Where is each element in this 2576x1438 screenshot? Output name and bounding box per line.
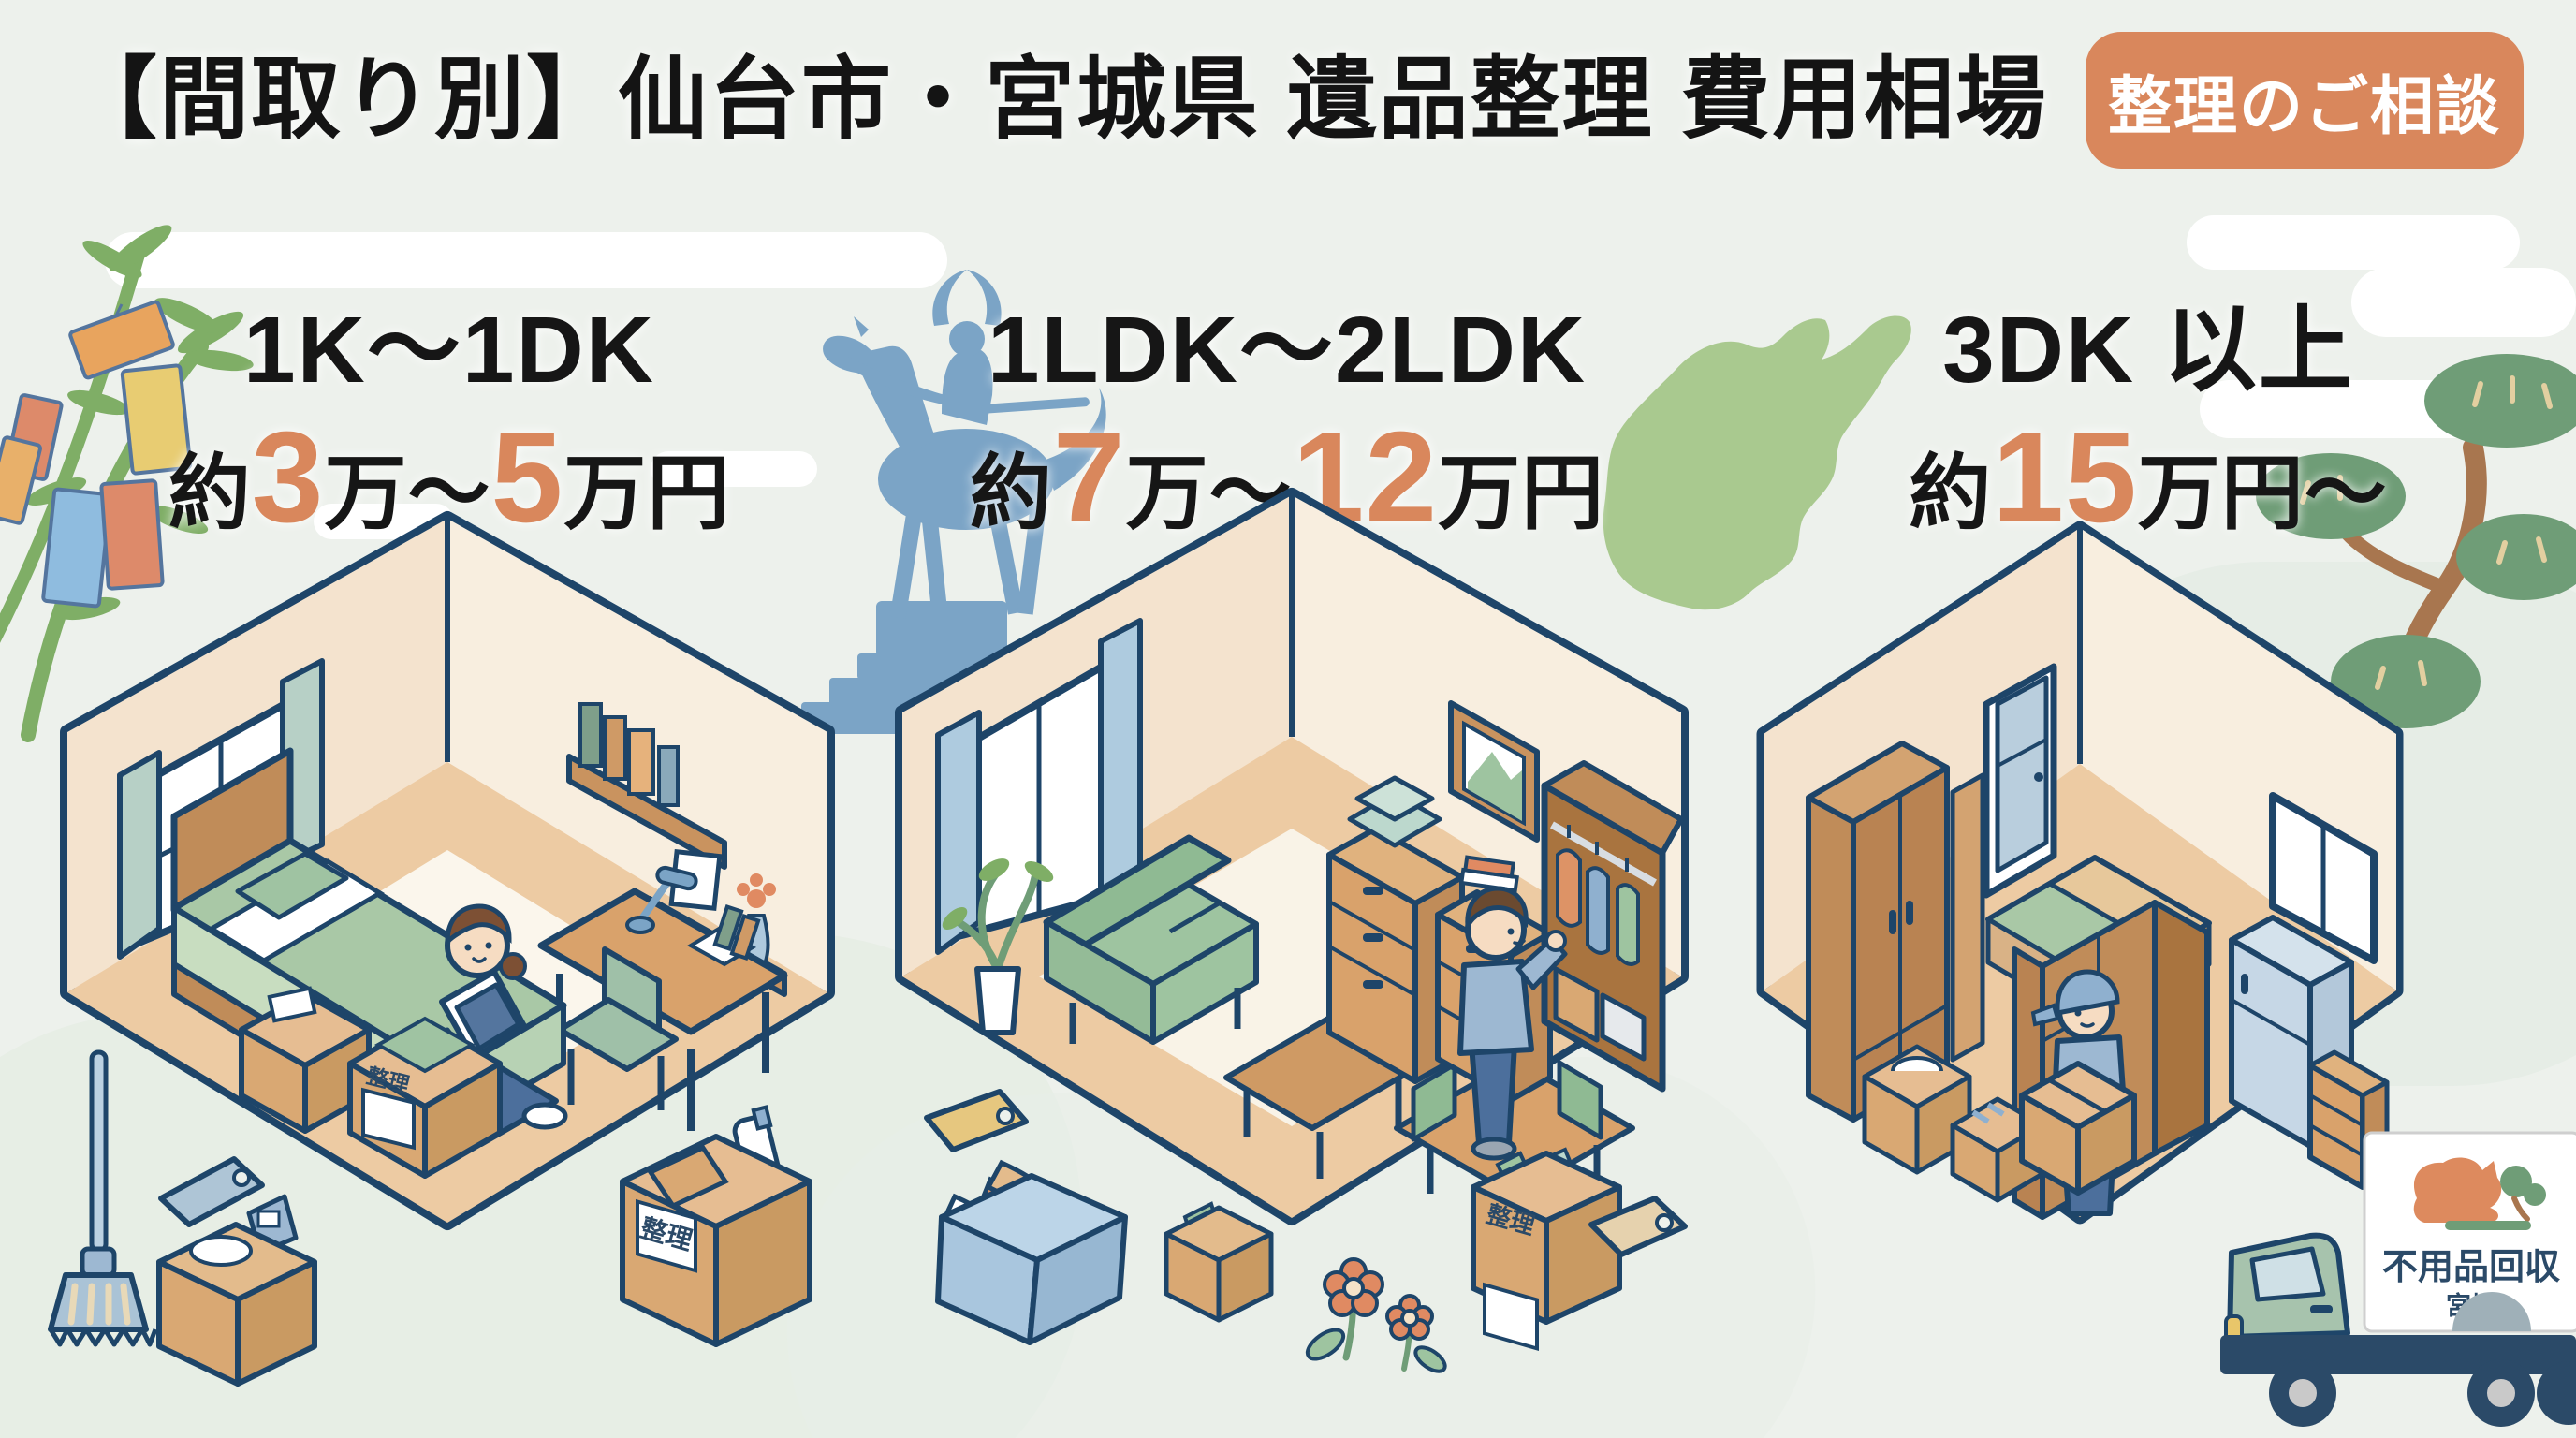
hanging-clothes-icon [1556, 825, 1640, 966]
broom-icon [48, 1049, 158, 1347]
tag-icon [924, 1089, 1029, 1152]
truck-logo-icon [2413, 1157, 2546, 1230]
dining-table-icon [1394, 1058, 1635, 1198]
consultation-button[interactable]: 整理のご相談 [2086, 32, 2524, 169]
door-icon [1983, 663, 2057, 899]
desk-icon [537, 865, 788, 1131]
cloud-shape [105, 232, 947, 288]
small-box-icon [1164, 1201, 1274, 1323]
wardrobe-icon [1806, 741, 1950, 1123]
packing-box-icon [239, 986, 372, 1134]
seiri-box-outside-1: 整理 [620, 1105, 812, 1347]
cleanup-props-left [48, 1049, 317, 1387]
wall-bookshelf-icon [566, 702, 727, 870]
recycle-truck-icon: 不用品回収 宮城 [2220, 1131, 2576, 1427]
tag-icon [1588, 1196, 1688, 1257]
price-label: 約15万円〜 [1909, 405, 2388, 550]
miyagi-map-icon [1603, 315, 1911, 610]
flower-icon [1305, 1257, 1447, 1373]
plan-label: 1LDK〜2LDK [987, 298, 1588, 403]
room-illustration-1k: 整理 [60, 511, 835, 1230]
cloud-shape [651, 451, 817, 487]
plan-label: 1K〜1DK [243, 298, 655, 403]
pine-tree-icon [2256, 354, 2576, 759]
closet-icon [1541, 760, 1684, 1093]
worker-with-box-icon [2019, 969, 2137, 1216]
plan-label: 3DK 以上 [1942, 298, 2354, 403]
potted-plant-icon [942, 858, 1054, 1035]
page-title: 【間取り別】仙台市・宮城県 遺品整理 費用相場 [67, 50, 2048, 150]
sofa-icon [1043, 834, 1259, 1045]
chair-icon [557, 946, 679, 1110]
desk-lamp-icon [625, 865, 698, 934]
svg-text:不用品回収: 不用品回収 [2382, 1248, 2560, 1287]
cloud-shape [2187, 215, 2520, 270]
room-illustration-1ldk [895, 488, 1689, 1225]
truck-wheel [2269, 1359, 2576, 1427]
cloud-shape [2351, 268, 2576, 337]
price-label: 約3万〜5万円 [168, 405, 731, 550]
tag-icon [158, 1156, 265, 1227]
storage-bin-icon [935, 1159, 1128, 1345]
column-header-3dk: 3DK 以上 約15万円〜 [1727, 273, 2569, 552]
truck-cab [2224, 1232, 2350, 1344]
picture-frame-icon [1448, 700, 1540, 843]
leaning-board-icon [1950, 772, 1985, 1063]
tanabata-bamboo-icon [0, 225, 254, 742]
column-header-1k: 1K〜1DK 約3万〜5万円 [28, 273, 871, 552]
cleanup-props-middle: 整理 [924, 1089, 1622, 1373]
window-icon [2269, 792, 2378, 964]
seiri-box-icon: 整理 [1471, 1147, 1622, 1352]
room-illustration-3dk [1756, 521, 2404, 1225]
seiri-box-icon: 整理 [347, 1016, 503, 1179]
worker-man-icon [1457, 886, 1568, 1161]
box-of-items-icon [156, 1194, 317, 1387]
